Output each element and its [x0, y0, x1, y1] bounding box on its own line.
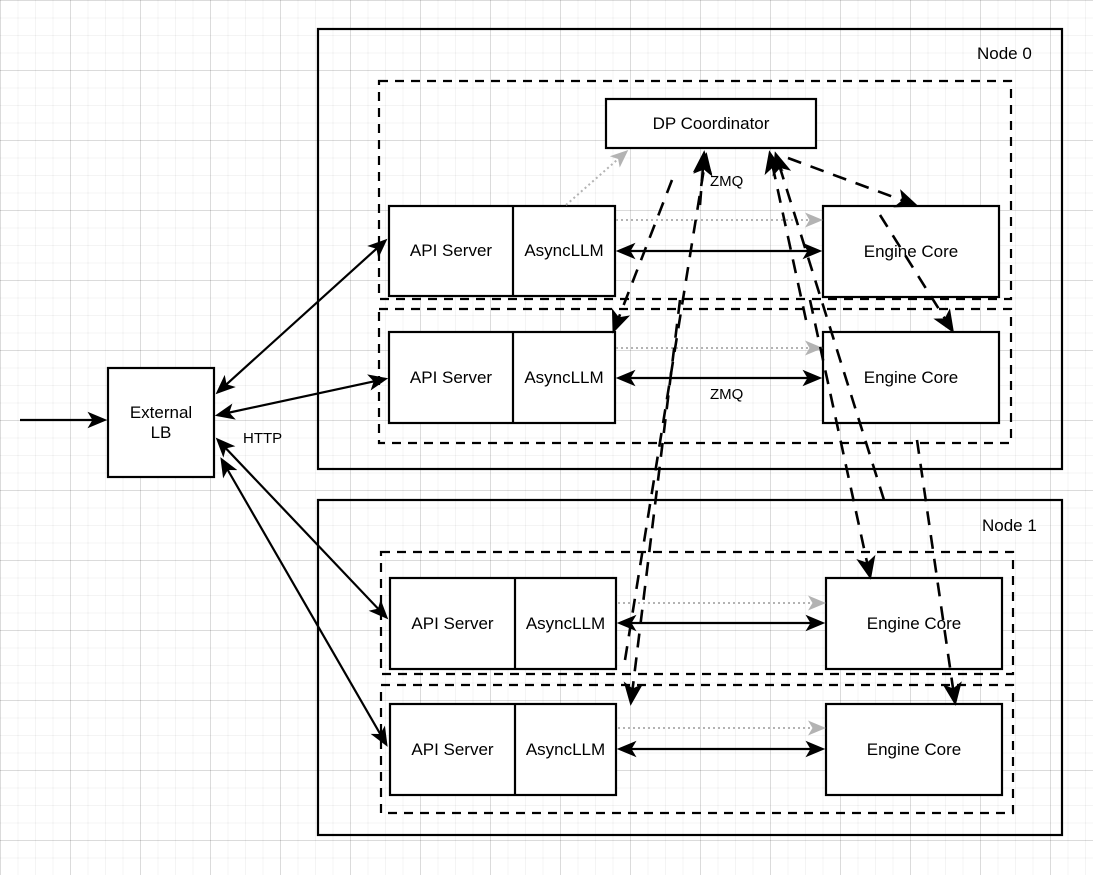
coordinator-to-node1-group1-enginecore — [915, 439, 962, 706]
dotted-edge-asyncllm-to-coordinator — [565, 150, 629, 206]
coordinator-link-node0-group1-up — [764, 150, 808, 321]
node-1-group-1-apiserver-asyncllm-box — [388, 702, 618, 797]
node-1-group-1-boundary — [379, 683, 1015, 815]
http-edge-node1-group1 — [220, 457, 388, 747]
dp-coordinator-box — [604, 97, 818, 150]
node-1-group-1-enginecore-box — [824, 702, 1004, 797]
http-edge-node0-group1 — [214, 374, 389, 420]
coordinator-link-node1-group1-up — [772, 151, 886, 501]
node-1-group-0-enginecore-box — [824, 576, 1004, 671]
coordinator-to-node0-group0-enginecore — [787, 156, 919, 208]
coordinator-to-node1-group1-asyncllm — [623, 299, 682, 706]
coordinator-to-node0-group1-asyncllm — [611, 179, 674, 334]
node-0-group-0-apiserver-asyncllm-box — [387, 204, 617, 298]
coordinator-link-node1-group0-up — [623, 152, 713, 661]
external-lb-box — [106, 366, 216, 479]
node-0-group-1-enginecore-box — [821, 330, 1001, 425]
node-0-group-0-boundary — [377, 79, 1013, 301]
node-0-group-0-enginecore-box — [821, 204, 1001, 299]
http-edge-node1-group0 — [215, 437, 389, 620]
http-edge-node0-group0 — [215, 238, 388, 395]
node-1-group-0-apiserver-asyncllm-box — [388, 576, 618, 671]
node-0-group-1-apiserver-asyncllm-box — [387, 330, 617, 425]
